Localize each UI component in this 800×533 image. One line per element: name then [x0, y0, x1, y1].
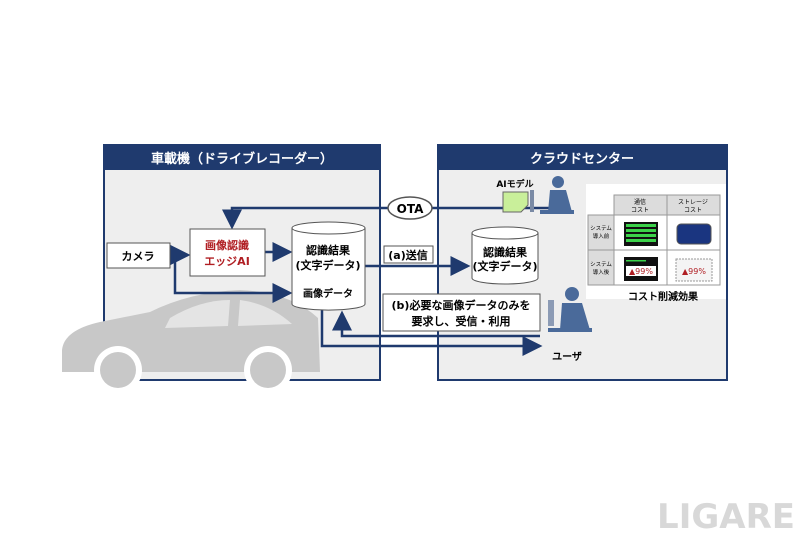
- vehicle-storage-line1: 認識結果: [306, 243, 350, 257]
- user-label: ユーザ: [552, 351, 582, 363]
- comm-before-bars: [624, 222, 658, 246]
- edge-ai-line2: エッジAI: [204, 255, 250, 268]
- col-header-storage-1: ストレージ: [678, 199, 708, 206]
- vehicle-storage-line2: (文字データ): [295, 258, 360, 272]
- col-header-comm-1: 通信: [634, 198, 646, 206]
- ai-model-icon: AIモデル: [496, 178, 534, 213]
- row-header-before-2: 導入前: [593, 232, 610, 240]
- camera-label: カメラ: [122, 250, 155, 263]
- row-header-after-1: システム: [590, 261, 612, 268]
- row-header-before-1: システム: [590, 225, 612, 232]
- storage-after-panel: ▲99%: [675, 258, 713, 282]
- col-header-storage-2: コスト: [684, 207, 702, 214]
- cloud-storage-line2: (文字データ): [472, 259, 537, 273]
- cloud-storage-line1: 認識結果: [483, 245, 527, 259]
- vehicle-storage-cylinder: 認識結果 (文字データ) 画像データ: [291, 221, 366, 311]
- engineer-person-icon: [530, 176, 574, 214]
- send-label: (a)送信: [388, 248, 427, 262]
- user-person-icon: ユーザ: [548, 287, 592, 363]
- edge-ai-box: 画像認識 エッジAI: [189, 228, 266, 277]
- request-line2: 要求し、受信・利用: [412, 314, 511, 328]
- cloud-storage-cylinder: 認識結果 (文字データ): [471, 226, 539, 285]
- flow-arrows: [170, 206, 560, 356]
- ai-model-label: AIモデル: [496, 178, 533, 190]
- vehicle-storage-line3: 画像データ: [303, 287, 353, 300]
- cloud-panel-title: クラウドセンター: [530, 152, 634, 167]
- row-header-after-2: 導入後: [593, 268, 610, 276]
- edge-ai-line1: 画像認識: [205, 238, 249, 252]
- comm-after-panel: ▲99%: [624, 257, 658, 281]
- col-header-comm-2: コスト: [631, 207, 649, 214]
- car-icon: [62, 290, 320, 394]
- storage-reduction: ▲99%: [682, 267, 706, 276]
- request-line1: (b)必要な画像データのみを: [392, 298, 531, 312]
- storage-before-cylinder: [676, 223, 712, 245]
- camera-box: カメラ: [106, 242, 171, 269]
- ligare-watermark: LIGARE: [657, 497, 795, 533]
- comm-reduction: ▲99%: [629, 267, 653, 276]
- cost-table: 通信 コスト ストレージ コスト システム 導入前 システム 導入後 ▲99% …: [586, 184, 726, 303]
- send-label-box: (a)送信: [383, 245, 434, 264]
- vehicle-panel-title: 車載機（ドライブレコーダー）: [151, 151, 333, 167]
- cost-table-caption: コスト削減効果: [628, 290, 699, 303]
- ota-badge: OTA: [387, 196, 433, 220]
- ota-label: OTA: [397, 202, 424, 216]
- request-label-box: (b)必要な画像データのみを 要求し、受信・利用: [382, 293, 541, 332]
